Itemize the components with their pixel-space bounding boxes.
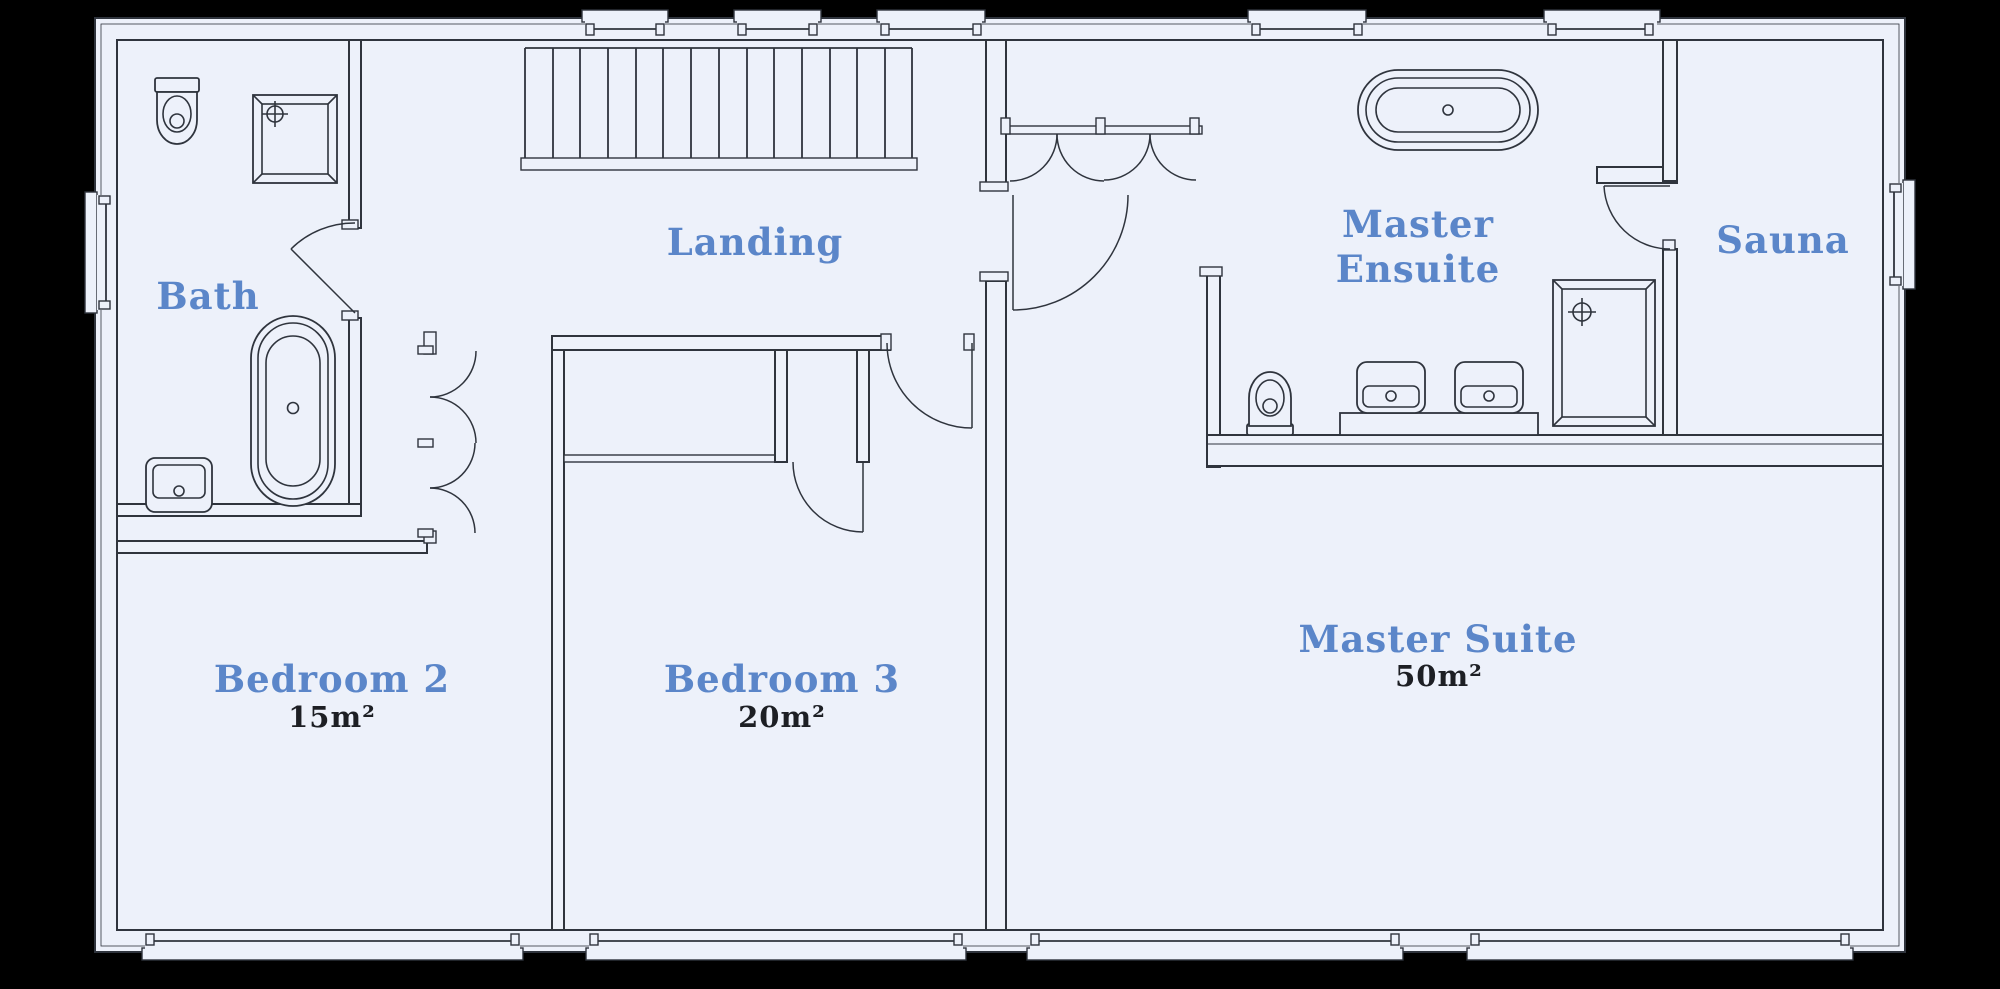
doors — [290, 133, 1671, 534]
window-icon — [733, 9, 822, 38]
door-jambs — [341, 117, 1676, 538]
door-swing-icon — [429, 350, 477, 534]
room-label-bedroom-3: Bedroom 3 — [663, 657, 901, 701]
window-icon — [1247, 9, 1367, 38]
room-label-bedroom-2: Bedroom 2 — [213, 657, 451, 701]
bathtub-icon — [250, 315, 336, 507]
shower-icon — [252, 94, 338, 184]
shower-icon — [1552, 279, 1656, 427]
window-icon — [1543, 9, 1661, 38]
area-label-bedroom-2: 15m² — [288, 700, 376, 734]
toilet-icon — [1246, 371, 1294, 436]
door-swing-icon — [1603, 185, 1671, 250]
freestanding-bathtub-icon — [1357, 69, 1539, 151]
staircase-icon — [520, 47, 918, 171]
door-swing-icon — [290, 222, 356, 314]
door-swing-icon — [792, 461, 864, 533]
sink-icon — [145, 457, 213, 513]
window-icon — [84, 191, 115, 314]
door-swing-icon — [1009, 133, 1197, 182]
window-icon — [141, 932, 524, 961]
room-label-master-suite: Master Suite — [1298, 617, 1578, 661]
window-icon — [585, 932, 967, 961]
room-label-landing: Landing — [666, 220, 844, 264]
door-swing-icon — [1012, 194, 1129, 311]
window-icon — [581, 9, 669, 38]
bath-fixtures — [145, 77, 338, 513]
windows — [84, 9, 1916, 961]
window-icon — [1466, 932, 1854, 961]
vanity-sink-icon — [1356, 361, 1426, 414]
room-label-master-ensuite-line2: Ensuite — [1335, 247, 1501, 291]
window-icon — [1026, 932, 1404, 961]
room-label-bath: Bath — [156, 274, 260, 318]
vanity-sink-icon — [1454, 361, 1524, 414]
area-label-master-suite: 50m² — [1395, 659, 1483, 693]
area-label-bedroom-3: 20m² — [738, 700, 826, 734]
ensuite-fixtures — [1246, 69, 1656, 436]
door-swing-icon — [886, 342, 973, 429]
room-label-sauna: Sauna — [1716, 218, 1850, 262]
window-icon — [876, 9, 986, 38]
room-label-master-ensuite-line1: Master — [1342, 202, 1494, 246]
vanity-counter — [1339, 412, 1539, 436]
toilet-icon — [154, 77, 200, 145]
window-icon — [1885, 179, 1916, 290]
